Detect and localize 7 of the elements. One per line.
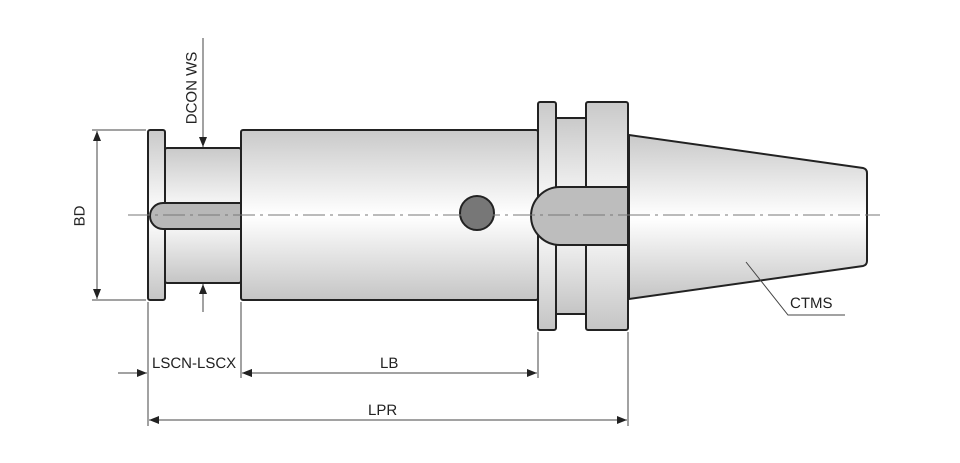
dimension-label: LB (380, 356, 398, 372)
dimension-label: LSCN-LSCX (152, 356, 236, 372)
leader-line (746, 262, 846, 316)
dimension-label: DCON WS (184, 52, 200, 124)
dimension-label: LPR (368, 403, 398, 419)
part-label: CTMS (790, 296, 842, 314)
dimension-label: BD (72, 206, 88, 226)
